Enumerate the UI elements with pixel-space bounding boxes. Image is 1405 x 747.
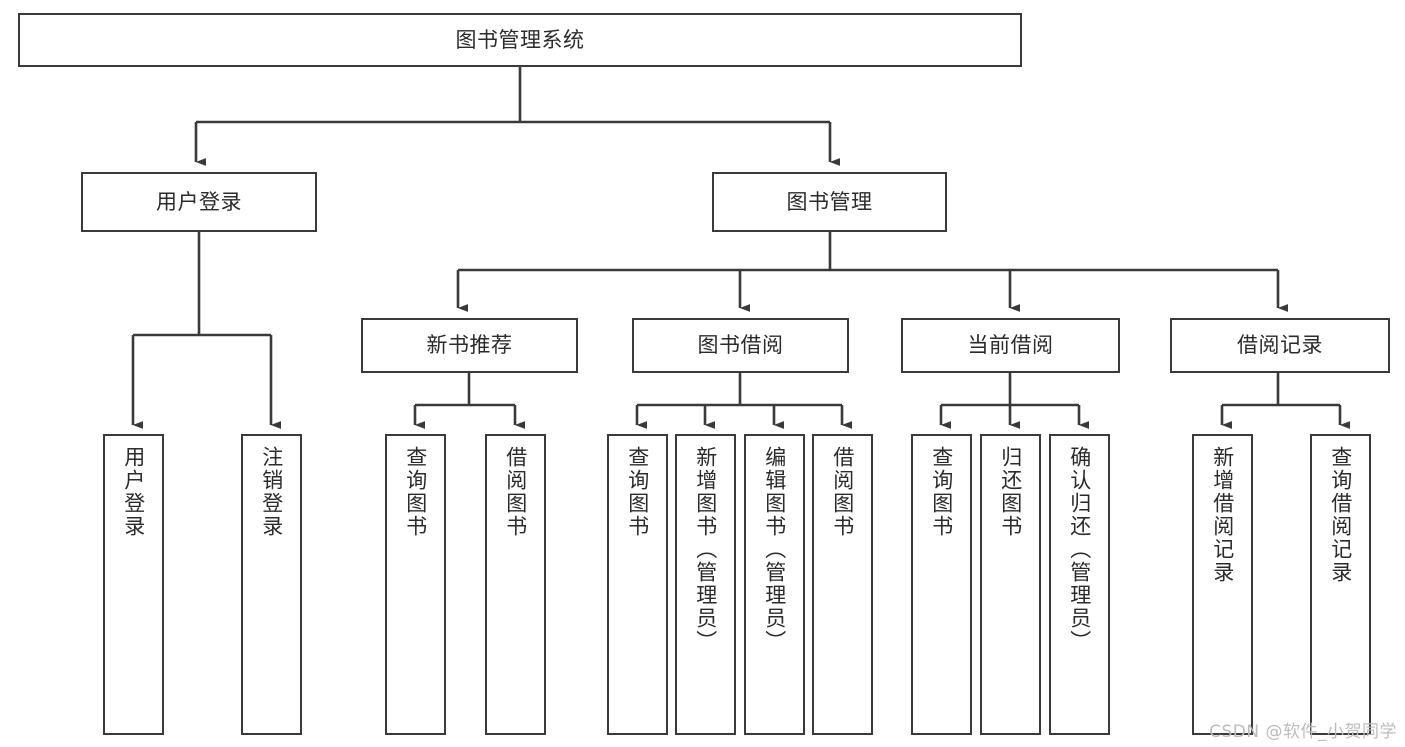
node-leaf-edit-book[interactable]: 编辑图书（管理员） bbox=[744, 434, 805, 735]
node-leaf-query-book-1[interactable]: 查询图书 bbox=[385, 434, 446, 735]
node-leaf-borrow-book-2[interactable]: 借阅图书 bbox=[812, 434, 873, 735]
node-leaf-confirm-return-label: 确认归还（管理员） bbox=[1067, 446, 1092, 653]
node-leaf-borrow-book-1[interactable]: 借阅图书 bbox=[485, 434, 546, 735]
node-leaf-add-book[interactable]: 新增图书（管理员） bbox=[675, 434, 736, 735]
node-leaf-borrow-book-2-label: 借阅图书 bbox=[830, 446, 855, 538]
node-book-manage-label: 图书管理 bbox=[786, 189, 873, 214]
node-book-borrow[interactable]: 图书借阅 bbox=[632, 318, 849, 373]
node-book-manage[interactable]: 图书管理 bbox=[712, 172, 947, 232]
node-borrow-record[interactable]: 借阅记录 bbox=[1170, 318, 1390, 373]
node-leaf-confirm-return[interactable]: 确认归还（管理员） bbox=[1049, 434, 1110, 735]
watermark-text: CSDN @软件_小贺同学 bbox=[1209, 722, 1397, 742]
node-leaf-query-book-2-label: 查询图书 bbox=[625, 446, 650, 538]
node-book-borrow-label: 图书借阅 bbox=[697, 333, 784, 358]
node-leaf-user-login[interactable]: 用户登录 bbox=[103, 434, 164, 735]
node-new-book-recommend[interactable]: 新书推荐 bbox=[361, 318, 578, 373]
node-leaf-user-login-label: 用户登录 bbox=[121, 446, 146, 538]
node-leaf-query-record-label: 查询借阅记录 bbox=[1328, 446, 1353, 584]
node-root-label: 图书管理系统 bbox=[455, 27, 585, 52]
node-new-book-recommend-label: 新书推荐 bbox=[426, 333, 513, 358]
node-borrow-record-label: 借阅记录 bbox=[1237, 333, 1323, 358]
node-leaf-query-book-3-label: 查询图书 bbox=[929, 446, 954, 538]
node-leaf-query-book-2[interactable]: 查询图书 bbox=[607, 434, 668, 735]
node-root-book-management-system[interactable]: 图书管理系统 bbox=[18, 13, 1022, 67]
node-leaf-user-logout[interactable]: 注销登录 bbox=[241, 434, 302, 735]
node-user-login[interactable]: 用户登录 bbox=[81, 172, 317, 232]
node-leaf-return-book-label: 归还图书 bbox=[998, 446, 1023, 538]
node-leaf-add-book-label: 新增图书（管理员） bbox=[693, 446, 718, 653]
node-leaf-user-logout-label: 注销登录 bbox=[259, 446, 284, 538]
node-leaf-query-book-3[interactable]: 查询图书 bbox=[911, 434, 972, 735]
node-leaf-edit-book-label: 编辑图书（管理员） bbox=[762, 446, 787, 653]
node-leaf-add-record-label: 新增借阅记录 bbox=[1210, 446, 1235, 584]
node-current-borrow[interactable]: 当前借阅 bbox=[901, 318, 1120, 373]
node-leaf-query-book-1-label: 查询图书 bbox=[403, 446, 428, 538]
node-leaf-add-record[interactable]: 新增借阅记录 bbox=[1192, 434, 1253, 735]
node-user-login-label: 用户登录 bbox=[156, 189, 242, 214]
node-leaf-borrow-book-1-label: 借阅图书 bbox=[503, 446, 528, 538]
node-current-borrow-label: 当前借阅 bbox=[967, 333, 1054, 358]
node-leaf-return-book[interactable]: 归还图书 bbox=[980, 434, 1041, 735]
node-leaf-query-record[interactable]: 查询借阅记录 bbox=[1310, 434, 1371, 735]
